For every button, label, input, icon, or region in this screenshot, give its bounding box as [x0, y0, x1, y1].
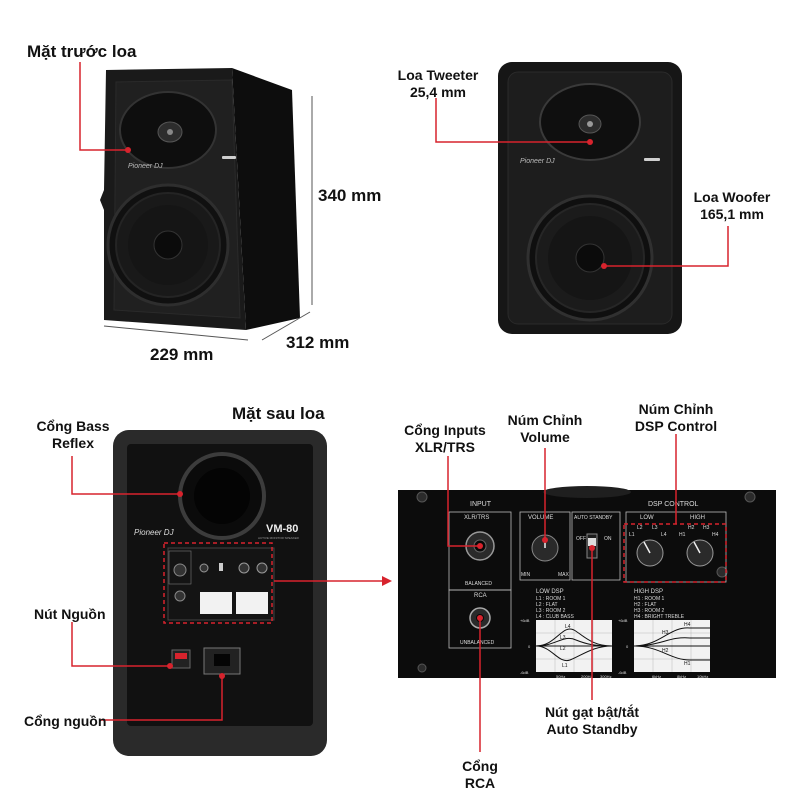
svg-text:MAX: MAX [558, 572, 570, 578]
depth-label: 312 mm [286, 333, 350, 352]
svg-text:300Hz: 300Hz [600, 674, 612, 679]
svg-text:H2: H2 [688, 525, 695, 531]
back-view-title: Mặt sau loa [232, 404, 325, 423]
svg-text:H1 : ROOM 1: H1 : ROOM 1 [634, 596, 665, 602]
svg-text:H3 : ROOM 2: H3 : ROOM 2 [634, 608, 665, 614]
height-label: 340 mm [318, 186, 382, 205]
svg-text:DSP CONTROL: DSP CONTROL [648, 501, 699, 508]
power-port-label: Cổng nguồn [24, 713, 107, 729]
svg-text:INPUT: INPUT [470, 501, 492, 508]
svg-text:0: 0 [626, 644, 629, 649]
bass-reflex-label: Cổng Bass Reflex [36, 418, 110, 451]
svg-text:Pioneer DJ: Pioneer DJ [134, 528, 175, 537]
svg-text:L3: L3 [560, 635, 566, 641]
standby-label: Nút gạt bật/tắt Auto Standby [544, 704, 640, 737]
svg-text:+6dB: +6dB [618, 618, 628, 623]
svg-text:ON: ON [604, 536, 612, 542]
inputs-label: Cổng Inputs XLR/TRS [404, 422, 486, 455]
tweeter-label: Loa Tweeter 25,4 mm [397, 67, 479, 100]
front-view-title: Mặt trước loa [27, 42, 137, 61]
svg-text:L2: L2 [637, 525, 643, 531]
svg-text:VM-80: VM-80 [266, 523, 298, 535]
svg-text:MIN: MIN [521, 572, 531, 578]
svg-text:L2: L2 [560, 646, 566, 652]
svg-text:RCA: RCA [474, 593, 487, 599]
woofer-label: Loa Woofer 165,1 mm [693, 189, 771, 222]
svg-text:XLR/TRS: XLR/TRS [464, 515, 489, 521]
svg-text:AUTO STANDBY: AUTO STANDBY [574, 515, 613, 521]
svg-text:L3 : ROOM 2: L3 : ROOM 2 [536, 608, 566, 614]
volume-label: Núm Chỉnh Volume [507, 412, 583, 445]
svg-text:-6dB: -6dB [520, 670, 529, 675]
cabinet-side [232, 68, 300, 330]
back-panel-highlight [163, 542, 273, 624]
svg-text:Pioneer DJ: Pioneer DJ [520, 158, 555, 165]
svg-text:VOLUME: VOLUME [528, 515, 553, 521]
svg-text:H2 : FLAT: H2 : FLAT [634, 602, 656, 608]
svg-text:L1: L1 [629, 532, 635, 538]
svg-text:L4: L4 [661, 532, 667, 538]
power-button-label: Nút Nguồn [34, 606, 106, 622]
svg-text:H3: H3 [703, 525, 710, 531]
front-brand-logo: Pioneer DJ [128, 163, 163, 170]
svg-text:L1: L1 [562, 663, 568, 669]
svg-text:H4: H4 [712, 532, 719, 538]
dsp-label: Núm Chỉnh DSP Control [634, 401, 718, 434]
svg-text:L4: L4 [565, 624, 571, 630]
svg-text:10kHz: 10kHz [697, 674, 708, 679]
svg-text:H1: H1 [679, 532, 686, 538]
width-label: 229 mm [150, 345, 214, 364]
svg-text:UNBALANCED: UNBALANCED [460, 640, 495, 646]
svg-text:H1: H1 [684, 661, 691, 667]
svg-text:0: 0 [528, 644, 531, 649]
svg-text:L3: L3 [652, 525, 658, 531]
svg-text:L2 : FLAT: L2 : FLAT [536, 602, 558, 608]
width-dimension-line [103, 325, 249, 341]
svg-text:8kHz: 8kHz [677, 674, 686, 679]
depth-dimension-line [261, 311, 311, 341]
svg-text:+6dB: +6dB [520, 618, 530, 623]
svg-text:LOW DSP: LOW DSP [536, 589, 564, 595]
svg-text:H4: H4 [684, 622, 691, 628]
standby-switch [588, 538, 596, 546]
svg-text:6kHz: 6kHz [652, 674, 661, 679]
svg-text:L4 : CLUB BASS: L4 : CLUB BASS [536, 614, 574, 620]
svg-text:BALANCED: BALANCED [465, 581, 492, 587]
svg-text:OFF: OFF [576, 536, 586, 542]
svg-text:HIGH: HIGH [690, 515, 705, 521]
svg-text:H2: H2 [662, 648, 669, 654]
svg-text:HIGH DSP: HIGH DSP [634, 589, 663, 595]
svg-text:L1 : ROOM 1: L1 : ROOM 1 [536, 596, 566, 602]
svg-text:H4 : BRIGHT TREBLE: H4 : BRIGHT TREBLE [634, 614, 685, 620]
rca-label: Cổng RCA [462, 758, 498, 791]
svg-text:LOW: LOW [640, 515, 654, 521]
svg-text:ACTIVE MONITOR SPEAKER: ACTIVE MONITOR SPEAKER [258, 536, 300, 540]
svg-text:200Hz: 200Hz [581, 674, 593, 679]
svg-text:50Hz: 50Hz [556, 674, 565, 679]
svg-text:-6dB: -6dB [618, 670, 627, 675]
svg-text:H3: H3 [662, 630, 669, 636]
